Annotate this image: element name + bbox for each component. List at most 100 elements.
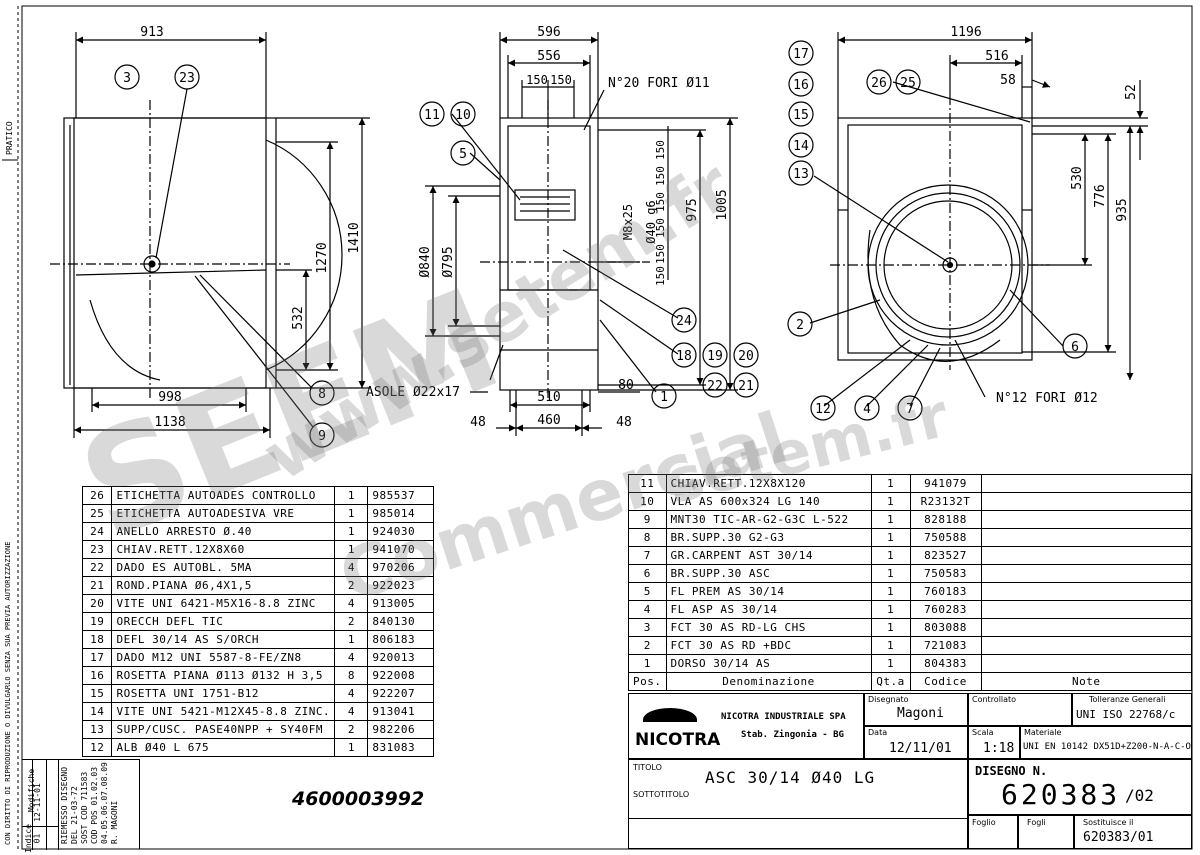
dim-1410: 1410 xyxy=(347,222,362,253)
scala-label: Scala xyxy=(972,728,994,737)
part-desc: ORECCH DEFL TIC xyxy=(111,612,336,631)
part-note xyxy=(980,546,1192,565)
part-qty: 2 xyxy=(334,576,369,595)
part-code: 806183 xyxy=(367,630,434,649)
data-label: Data xyxy=(868,728,888,737)
middle-view-labels: 596 556 150 150 975 1005 150 150 150 150… xyxy=(366,25,754,430)
part-note xyxy=(980,582,1192,601)
part-pos: 2 xyxy=(628,636,667,655)
part-pos: 1 xyxy=(628,654,667,673)
revision-indice: 01 xyxy=(32,833,42,844)
balloon-14: 14 xyxy=(793,139,809,154)
part-desc: VITE UNI 6421-M5X16-8.8 ZINC xyxy=(111,594,336,613)
part-desc: SUPP/CUSC. PASE40NPP + SY40FM xyxy=(111,720,336,739)
part-qty: 1 xyxy=(334,486,369,505)
part-desc: ROND.PIANA Ø6,4X1,5 xyxy=(111,576,336,595)
part-note xyxy=(980,636,1192,655)
materiale-box: Materiale UNI EN 10142 DX51D+Z200-N-A-C-… xyxy=(1020,726,1192,759)
part-pos: 18 xyxy=(81,630,113,649)
part-qty: 1 xyxy=(334,522,369,541)
part-note xyxy=(980,654,1192,673)
balloon-20: 20 xyxy=(738,349,754,364)
foglio-label: Foglio xyxy=(972,818,996,827)
balloon-26: 26 xyxy=(871,76,887,91)
sostituisce-box: Sostituisce il 620383/01 xyxy=(1074,815,1192,849)
foglio-box: Foglio xyxy=(968,815,1018,849)
header-note: Note xyxy=(980,672,1192,691)
revision-line: R. MAGONI xyxy=(110,800,119,844)
part-desc: FL PREM AS 30/14 xyxy=(665,582,872,601)
revision-line: 04.05.06.07.08.09 xyxy=(100,762,109,844)
part-code: 831083 xyxy=(367,738,434,757)
left-view xyxy=(50,32,370,448)
dim-998: 998 xyxy=(158,390,181,405)
dim-596: 596 xyxy=(537,25,560,40)
dim-556: 556 xyxy=(537,49,560,64)
part-pos: 23 xyxy=(81,540,113,559)
balloon-15: 15 xyxy=(793,108,809,123)
dim-532: 532 xyxy=(291,306,306,329)
drawing-frame xyxy=(21,5,1193,850)
note-fori-12: N°12 FORI Ø12 xyxy=(996,391,1098,406)
part-code: 803088 xyxy=(909,618,982,637)
revision-line: SOST COD 711583 xyxy=(80,771,89,844)
part-code: 985537 xyxy=(367,486,434,505)
header-codice: Codice xyxy=(909,672,982,691)
part-pos: 12 xyxy=(81,738,113,757)
part-code: 920013 xyxy=(367,648,434,667)
part-desc: CHIAV.RETT.12X8X60 xyxy=(111,540,336,559)
right-view-labels: 1196 516 58 52 530 776 935 N°12 FORI Ø12… xyxy=(793,25,1139,417)
dim-150-f: 150 xyxy=(654,218,667,238)
balloon-7: 7 xyxy=(906,402,914,417)
part-qty: 1 xyxy=(870,546,911,565)
company-box: NICOTRA NICOTRA INDUSTRIALE SPA Stab. Zi… xyxy=(628,693,864,759)
part-desc: CHIAV.RETT.12X8X120 xyxy=(665,474,872,493)
balloon-19: 19 xyxy=(707,349,723,364)
disegno-revision: /02 xyxy=(1125,786,1154,805)
dim-1005: 1005 xyxy=(715,189,730,220)
sottotitolo-label: SOTTOTITOLO xyxy=(633,790,690,799)
dim-m8x25: M8x25 xyxy=(621,204,635,240)
revision-line: COD POS 01.02.03 xyxy=(90,766,99,844)
header-denominazione: Denominazione xyxy=(665,672,872,691)
dim-150-e: 150 xyxy=(654,192,667,212)
part-qty: 4 xyxy=(334,684,369,703)
part-qty: 2 xyxy=(334,720,369,739)
part-pos: 11 xyxy=(628,474,667,493)
margin-rights-note: CON DIRITTO DI RIPRODUZIONE O DIVULGARLO… xyxy=(4,542,12,845)
part-note xyxy=(980,474,1192,493)
part-note xyxy=(980,492,1192,511)
balloon-24: 24 xyxy=(676,314,692,329)
materiale-value: UNI EN 10142 DX51D+Z200-N-A-C-O xyxy=(1023,742,1191,752)
part-desc: FCT 30 AS RD +BDC xyxy=(665,636,872,655)
note-fori-20: N°20 FORI Ø11 xyxy=(608,76,710,91)
part-code: 922023 xyxy=(367,576,434,595)
part-code: 750588 xyxy=(909,528,982,547)
part-pos: 3 xyxy=(628,618,667,637)
dim-58: 58 xyxy=(1000,73,1016,88)
dim-150-g: 150 xyxy=(654,244,667,264)
dim-975: 975 xyxy=(685,198,700,221)
fogli-label: Fogli xyxy=(1027,818,1046,827)
balloon-2: 2 xyxy=(796,318,804,333)
part-code: 922207 xyxy=(367,684,434,703)
part-pos: 15 xyxy=(81,684,113,703)
part-note xyxy=(980,528,1192,547)
part-pos: 5 xyxy=(628,582,667,601)
disegno-box: DISEGNO N. 620383 /02 xyxy=(968,759,1192,815)
part-qty: 1 xyxy=(334,504,369,523)
balloon-3: 3 xyxy=(123,71,131,86)
part-code: 760283 xyxy=(909,600,982,619)
scala-box: Scala 1:18 xyxy=(968,726,1020,759)
revision-line: RIEMESSO DISEGNO xyxy=(60,766,69,844)
part-desc: FL ASP AS 30/14 xyxy=(665,600,872,619)
